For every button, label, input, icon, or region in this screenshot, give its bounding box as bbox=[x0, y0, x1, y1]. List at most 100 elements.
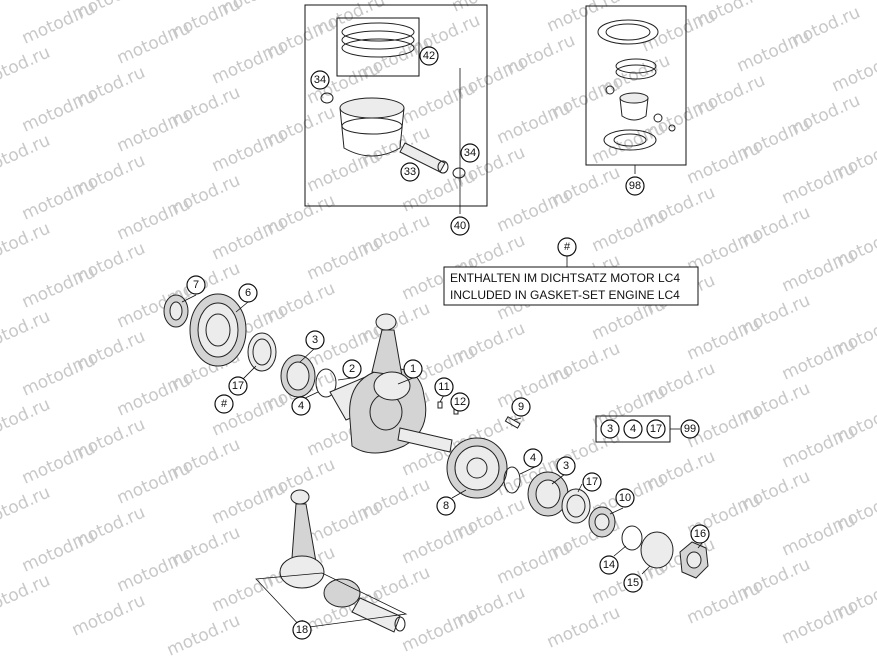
callout-99: 99 bbox=[680, 419, 700, 439]
watermark-text: motod.ru bbox=[19, 439, 98, 489]
circlip-left bbox=[320, 92, 334, 104]
watermark-text: motod.ru bbox=[114, 459, 193, 509]
oil-pump-gear bbox=[588, 506, 616, 538]
watermark-text: motod.ru bbox=[494, 99, 573, 149]
main-bearing-left bbox=[280, 354, 316, 398]
piston bbox=[339, 97, 405, 157]
watermark-text: motod.ru bbox=[779, 335, 858, 385]
svg-text:4: 4 bbox=[630, 423, 636, 435]
svg-text:16: 16 bbox=[694, 528, 706, 540]
watermark-text: motod.ru bbox=[779, 247, 858, 297]
watermark-text: motod.ru bbox=[399, 607, 478, 657]
callout-8: 8 bbox=[436, 496, 456, 516]
svg-text:11: 11 bbox=[438, 381, 449, 393]
callout-9: 9 bbox=[511, 397, 531, 417]
watermark-text: motod.ru bbox=[494, 539, 573, 589]
svg-text:7: 7 bbox=[193, 279, 199, 291]
callout-34-right: 34 bbox=[460, 143, 480, 163]
svg-text:15: 15 bbox=[627, 577, 639, 589]
callout-18: 18 bbox=[292, 620, 312, 640]
svg-text:17: 17 bbox=[586, 476, 598, 488]
svg-text:6: 6 bbox=[245, 287, 251, 299]
watermark-text: motod.ru bbox=[19, 175, 98, 225]
circlip-right bbox=[452, 167, 466, 179]
svg-text:#: # bbox=[564, 241, 571, 253]
watermark-text: motod.ru bbox=[69, 591, 148, 641]
svg-text:3: 3 bbox=[563, 460, 569, 472]
callout-42: 42 bbox=[419, 46, 439, 66]
svg-text:98: 98 bbox=[629, 180, 641, 192]
watermark-text: motod.ru bbox=[0, 43, 53, 93]
callout-4-left: 4 bbox=[291, 396, 311, 416]
svg-text:17: 17 bbox=[650, 423, 662, 435]
main-bearing-right bbox=[527, 471, 569, 517]
watermark-text: motod.ru bbox=[209, 567, 288, 617]
callout-12: 12 bbox=[450, 392, 470, 412]
svg-text:42: 42 bbox=[423, 50, 435, 62]
svg-text:99: 99 bbox=[684, 423, 696, 435]
shaft-seal-right bbox=[561, 488, 591, 524]
watermark-text: motod.ru bbox=[19, 87, 98, 137]
watermark-text: motod.ru bbox=[684, 579, 763, 629]
washer-15 bbox=[640, 531, 674, 569]
callout-hash-left: # bbox=[214, 394, 234, 414]
callout-40: 40 bbox=[450, 216, 470, 236]
crank-nut bbox=[679, 541, 709, 579]
svg-text:9: 9 bbox=[518, 401, 524, 413]
watermark-text: motod.ru bbox=[164, 611, 243, 658]
callout-15: 15 bbox=[623, 573, 643, 593]
svg-text:3: 3 bbox=[607, 423, 613, 435]
callout-1: 1 bbox=[403, 359, 423, 379]
watermark-text: motod.ru bbox=[209, 127, 288, 177]
note-line-2: INCLUDED IN GASKET-SET ENGINE LC4 bbox=[450, 288, 680, 302]
watermark-text: motod.ru bbox=[209, 215, 288, 265]
watermark-text: motod.ru bbox=[0, 483, 53, 533]
watermark-text: motod.ru bbox=[19, 0, 98, 49]
svg-text:34: 34 bbox=[464, 147, 476, 159]
watermark-text: motod.ru bbox=[19, 527, 98, 577]
svg-text:12: 12 bbox=[454, 396, 466, 408]
connecting-rod bbox=[371, 313, 411, 401]
callout-17-left: 17 bbox=[228, 376, 248, 396]
svg-text:8: 8 bbox=[443, 500, 449, 512]
watermark-text: motod.ru bbox=[399, 79, 478, 129]
washer-14 bbox=[621, 525, 643, 551]
watermark-text: motod.ru bbox=[829, 47, 877, 97]
watermark-text: motod.ru bbox=[779, 511, 858, 561]
shim-right bbox=[503, 466, 521, 494]
callout-7: 7 bbox=[186, 275, 206, 295]
callout-6: 6 bbox=[238, 283, 258, 303]
watermark-text: motod.ru bbox=[0, 571, 53, 621]
svg-text:4: 4 bbox=[530, 452, 536, 464]
watermark-text: motod.ru bbox=[114, 19, 193, 69]
callout-11: 11 bbox=[434, 377, 454, 397]
callout-3-left: 3 bbox=[305, 330, 325, 350]
piston-pin bbox=[399, 142, 449, 174]
watermark-text: motod.ru bbox=[779, 159, 858, 209]
gasket-set-parts bbox=[597, 19, 676, 151]
watermark-text: motod.ru bbox=[449, 0, 528, 17]
watermark-text: motod.ru bbox=[684, 139, 763, 189]
note-line-1: ENTHALTEN IM DICHTSATZ MOTOR LC4 bbox=[450, 271, 680, 285]
watermark-text: motod.ru bbox=[779, 423, 858, 473]
callout-4-right: 4 bbox=[523, 448, 543, 468]
svg-text:18: 18 bbox=[296, 624, 308, 636]
svg-text:14: 14 bbox=[603, 559, 615, 571]
watermark-text: motod.ru bbox=[639, 7, 718, 57]
gasket-set-note: ENTHALTEN IM DICHTSATZ MOTOR LC4 INCLUDE… bbox=[443, 266, 699, 306]
watermark-text: motod.ru bbox=[304, 499, 383, 549]
svg-text:40: 40 bbox=[454, 220, 466, 232]
callout-33: 33 bbox=[400, 162, 420, 182]
watermark-text: motod.ru bbox=[19, 263, 98, 313]
connecting-rod-kit bbox=[279, 489, 406, 633]
kit-item-3: 3 bbox=[600, 419, 620, 439]
svg-text:4: 4 bbox=[298, 400, 304, 412]
watermark-text: motod.ru bbox=[399, 519, 478, 569]
watermark-text: motod.ru bbox=[0, 395, 53, 445]
watermark-text: motod.ru bbox=[779, 599, 858, 649]
shim-left bbox=[315, 368, 337, 398]
primary-gear bbox=[446, 437, 508, 499]
callout-98: 98 bbox=[625, 176, 645, 196]
